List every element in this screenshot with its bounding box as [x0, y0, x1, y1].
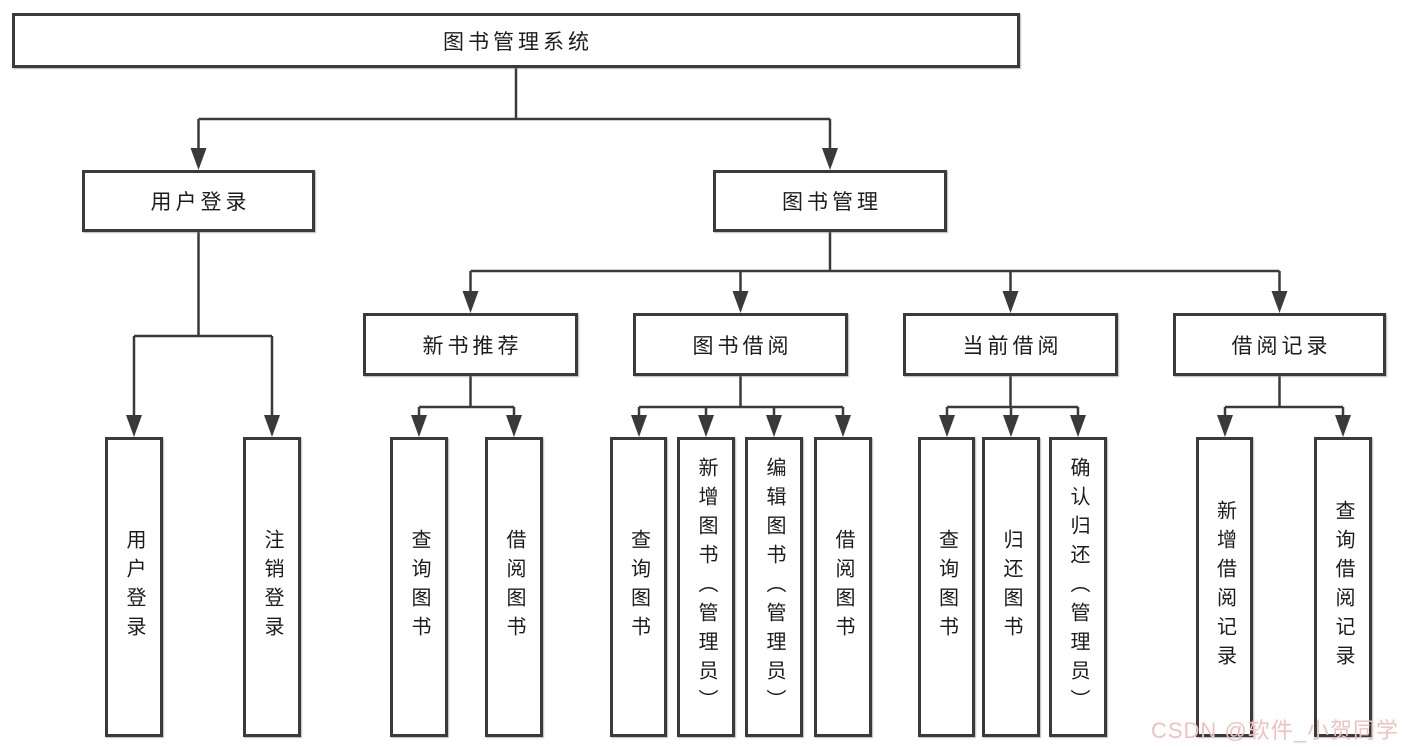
node-label: 编辑图书（管理员） — [763, 456, 785, 718]
node-label: 新增借阅记录 — [1213, 500, 1236, 674]
leaf-user-login: 用户登录 — [105, 437, 163, 737]
node-label: 借阅图书 — [503, 529, 525, 645]
node-book-management-branch: 图书管理 — [713, 170, 947, 232]
node-label: 新书推荐 — [422, 334, 523, 358]
leaf-confirm-return-admin: 确认归还（管理员） — [1049, 437, 1107, 737]
node-label: 归还图书 — [1000, 529, 1022, 645]
node-label: 查询图书 — [627, 529, 650, 645]
node-label: 图书借阅 — [692, 334, 793, 358]
leaf-logout: 注销登录 — [243, 437, 301, 737]
node-label: 新增图书（管理员） — [695, 456, 717, 718]
leaf-query-books-2: 查询图书 — [610, 437, 667, 737]
leaf-query-books-3: 查询图书 — [918, 437, 975, 737]
node-label: 用户登录 — [123, 529, 145, 645]
node-current-borrow: 当前借阅 — [903, 313, 1118, 376]
node-borrow-records: 借阅记录 — [1173, 313, 1386, 376]
leaf-edit-book-admin: 编辑图书（管理员） — [745, 437, 803, 737]
csdn-watermark: CSDN @软件_小贺同学 — [1150, 718, 1399, 743]
node-book-borrow: 图书借阅 — [633, 313, 848, 376]
leaf-query-borrow-record: 查询借阅记录 — [1314, 437, 1372, 737]
node-label: 用户登录 — [150, 191, 251, 214]
node-label: 查询图书 — [408, 529, 430, 645]
leaf-query-books-1: 查询图书 — [390, 437, 448, 737]
node-label: 图书管理 — [782, 191, 882, 214]
node-label: 查询图书 — [935, 529, 958, 645]
node-label: 图书管理系统 — [443, 30, 593, 54]
node-label: 借阅图书 — [832, 529, 854, 645]
leaf-return-book: 归还图书 — [982, 437, 1040, 737]
node-label: 注销登录 — [261, 529, 283, 645]
node-root-library-system: 图书管理系统 — [12, 13, 1020, 68]
leaf-add-book-admin: 新增图书（管理员） — [677, 437, 735, 737]
node-new-book-recommend: 新书推荐 — [363, 313, 578, 376]
leaf-borrow-books-1: 借阅图书 — [485, 437, 543, 737]
node-user-login-branch: 用户登录 — [82, 170, 315, 232]
node-label: 当前借阅 — [962, 334, 1063, 358]
leaf-borrow-books-2: 借阅图书 — [814, 437, 872, 737]
leaf-add-borrow-record: 新增借阅记录 — [1196, 437, 1253, 737]
node-label: 确认归还（管理员） — [1067, 456, 1089, 718]
node-label: 借阅记录 — [1231, 334, 1332, 358]
node-label: 查询借阅记录 — [1332, 500, 1354, 674]
